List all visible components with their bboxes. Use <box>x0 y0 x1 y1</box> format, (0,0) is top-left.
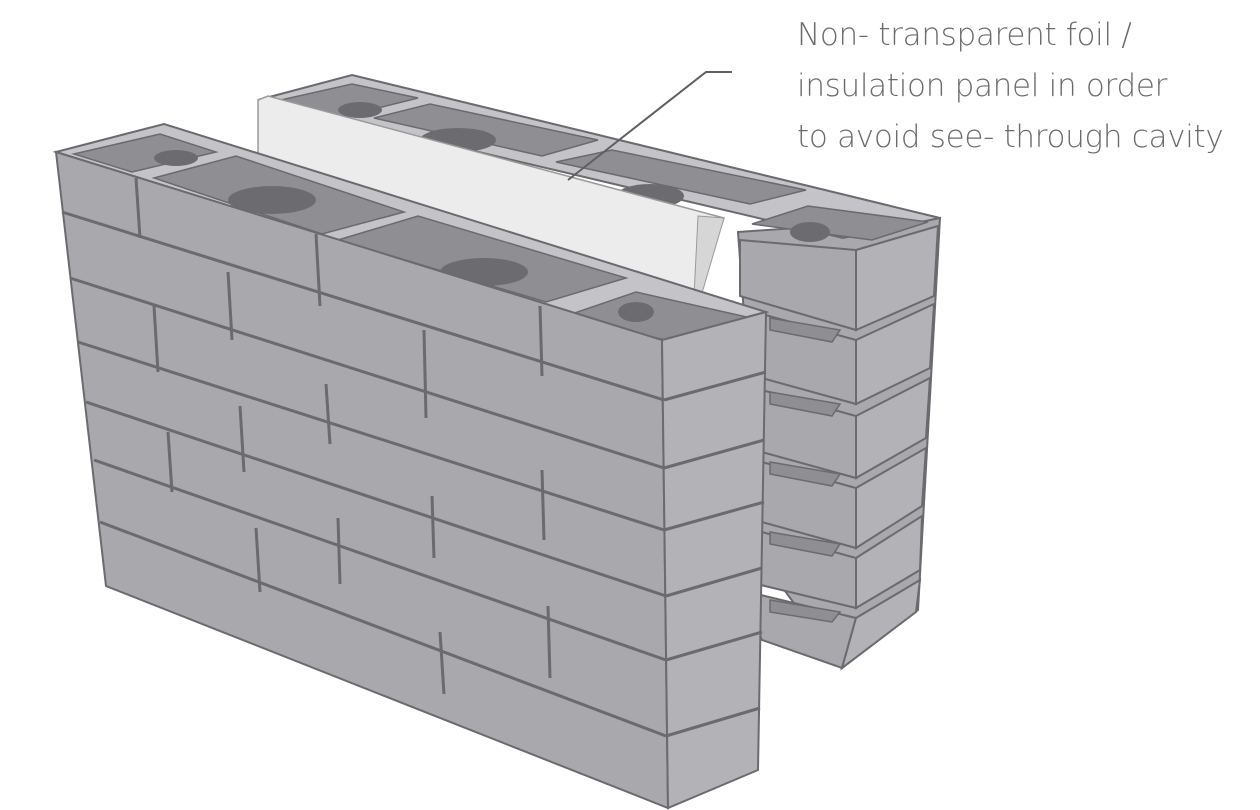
back-hole-4 <box>790 222 830 242</box>
insulation-panel <box>257 95 725 301</box>
insulation-callout-text: Non- transparent foil / insulation panel… <box>797 10 1247 163</box>
back-wall-corner-blocks <box>738 224 940 671</box>
front-tray-1 <box>71 133 219 173</box>
front-wall-courses <box>61 210 667 738</box>
insulation-panel-edge <box>693 215 725 301</box>
front-wall <box>52 122 770 810</box>
back-wall <box>257 73 942 671</box>
front-hole-1 <box>154 150 198 166</box>
back-hole-1 <box>338 102 382 118</box>
callout-line-1: Non- transparent foil / <box>797 17 1132 53</box>
back-tray-4 <box>751 205 929 241</box>
front-wall-end-face <box>660 310 768 810</box>
front-hole-2 <box>228 186 316 214</box>
callout-line-2: insulation panel in order <box>797 68 1168 104</box>
front-hole-4 <box>618 302 654 322</box>
callout-leader-line <box>567 71 732 181</box>
back-tray-3 <box>555 149 807 205</box>
callout-line-3: to avoid see- through cavity <box>797 119 1224 155</box>
front-wall-head-joints <box>134 177 552 695</box>
front-end-courses <box>663 370 767 738</box>
back-wall-notches <box>769 317 842 623</box>
